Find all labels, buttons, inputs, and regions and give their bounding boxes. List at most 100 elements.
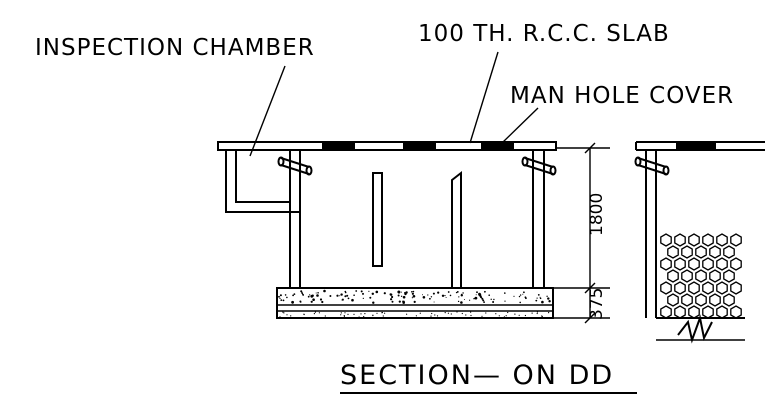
concrete-speckle xyxy=(310,300,313,303)
concrete-speckle xyxy=(368,290,370,292)
concrete-speckle xyxy=(484,290,486,293)
concrete-speckle xyxy=(339,295,341,297)
concrete-speckle xyxy=(360,290,363,293)
concrete-speckle xyxy=(413,300,416,303)
concrete-speckle xyxy=(307,295,310,298)
concrete-speckle xyxy=(507,311,509,314)
concrete-speckle xyxy=(278,295,280,298)
concrete-speckle xyxy=(309,294,311,296)
concrete-speckle xyxy=(291,300,294,304)
stone-hexagon xyxy=(681,293,693,307)
concrete-speckle xyxy=(384,312,386,314)
concrete-speckle xyxy=(358,316,360,318)
concrete-speckle xyxy=(444,312,446,314)
concrete-speckle xyxy=(286,314,288,316)
inspection-chamber xyxy=(225,150,300,213)
stone-hexagon xyxy=(695,269,707,283)
concrete-speckle xyxy=(536,297,538,299)
concrete-speckle xyxy=(482,299,485,302)
concrete-speckle xyxy=(547,298,550,300)
concrete-speckle xyxy=(342,299,344,301)
manhole-cover-label: MAN HOLE COVER xyxy=(510,83,734,109)
concrete-speckle xyxy=(429,297,431,300)
concrete-speckles xyxy=(278,289,551,318)
base-dimension: 375 xyxy=(587,288,607,320)
concrete-speckle xyxy=(441,294,445,297)
concrete-speckle xyxy=(537,294,540,296)
stone-hexagon xyxy=(667,245,679,259)
stone-hexagon xyxy=(688,257,700,271)
concrete-speckle xyxy=(483,301,485,303)
soak-pit-cover xyxy=(676,142,716,150)
concrete-speckle xyxy=(419,312,421,314)
concrete-speckle xyxy=(536,312,538,315)
concrete-speckle xyxy=(397,294,400,297)
concrete-speckle xyxy=(449,294,452,297)
concrete-speckle xyxy=(437,291,440,294)
stone-hexagon xyxy=(695,293,707,307)
concrete-speckle xyxy=(283,312,285,314)
concrete-speckle xyxy=(422,294,423,296)
stone-hexagon xyxy=(681,269,693,283)
concrete-speckle xyxy=(473,298,475,300)
concrete-speckle xyxy=(535,299,538,302)
concrete-speckle xyxy=(293,293,296,295)
concrete-speckle xyxy=(539,296,541,298)
concrete-speckle xyxy=(402,295,406,299)
height-dimension: 1800 xyxy=(587,193,607,236)
soak-pit-section xyxy=(634,141,765,344)
stone-hexagon xyxy=(660,305,672,319)
base-concrete xyxy=(276,287,554,319)
concrete-speckle xyxy=(469,299,471,301)
concrete-speckle xyxy=(347,313,349,315)
concrete-speckle xyxy=(340,314,342,316)
stone-hexagon xyxy=(688,233,700,247)
concrete-speckle xyxy=(490,298,492,300)
stone-hexagon xyxy=(688,281,700,295)
concrete-speckle xyxy=(312,298,315,302)
concrete-speckle xyxy=(488,294,491,297)
stone-hexagon xyxy=(730,305,742,319)
concrete-speckle xyxy=(536,311,539,313)
concrete-speckle xyxy=(431,312,433,315)
baffle-wall-2 xyxy=(451,170,462,289)
concrete-speckle xyxy=(411,291,413,293)
concrete-speckle xyxy=(444,295,446,297)
manhole-cover-1 xyxy=(322,142,355,150)
concrete-speckle xyxy=(362,297,364,299)
concrete-speckle xyxy=(279,316,281,318)
concrete-speckle xyxy=(341,299,344,301)
inlet-pipe xyxy=(277,156,313,176)
concrete-speckle xyxy=(519,294,522,296)
baffle-wall-1 xyxy=(372,172,383,267)
concrete-speckle xyxy=(504,292,506,294)
stone-hexagon xyxy=(716,233,728,247)
stone-hexagon xyxy=(667,269,679,283)
stone-hexagon xyxy=(702,233,714,247)
concrete-speckle xyxy=(317,292,319,294)
concrete-speckle xyxy=(397,290,401,294)
concrete-speckle xyxy=(302,294,304,296)
stone-hexagon xyxy=(709,293,721,307)
concrete-speckle xyxy=(465,314,467,316)
concrete-speckle xyxy=(284,294,287,296)
concrete-speckle xyxy=(458,296,460,298)
stone-hexagon xyxy=(660,233,672,247)
tank-walls xyxy=(289,150,545,288)
concrete-speckle xyxy=(311,294,314,297)
concrete-speckle xyxy=(351,298,354,302)
concrete-speckle xyxy=(344,291,347,294)
concrete-speckle xyxy=(336,294,339,297)
concrete-speckle xyxy=(539,297,542,300)
concrete-speckle xyxy=(319,298,323,301)
concrete-speckle xyxy=(390,293,393,296)
concrete-speckle xyxy=(401,291,402,293)
concrete-speckle xyxy=(432,292,435,295)
stone-hexagon xyxy=(674,257,686,271)
concrete-speckle xyxy=(492,301,495,303)
concrete-speckle xyxy=(495,313,497,315)
stone-hexagon xyxy=(730,257,742,271)
concrete-speckle xyxy=(391,300,394,303)
concrete-speckle xyxy=(447,312,449,314)
